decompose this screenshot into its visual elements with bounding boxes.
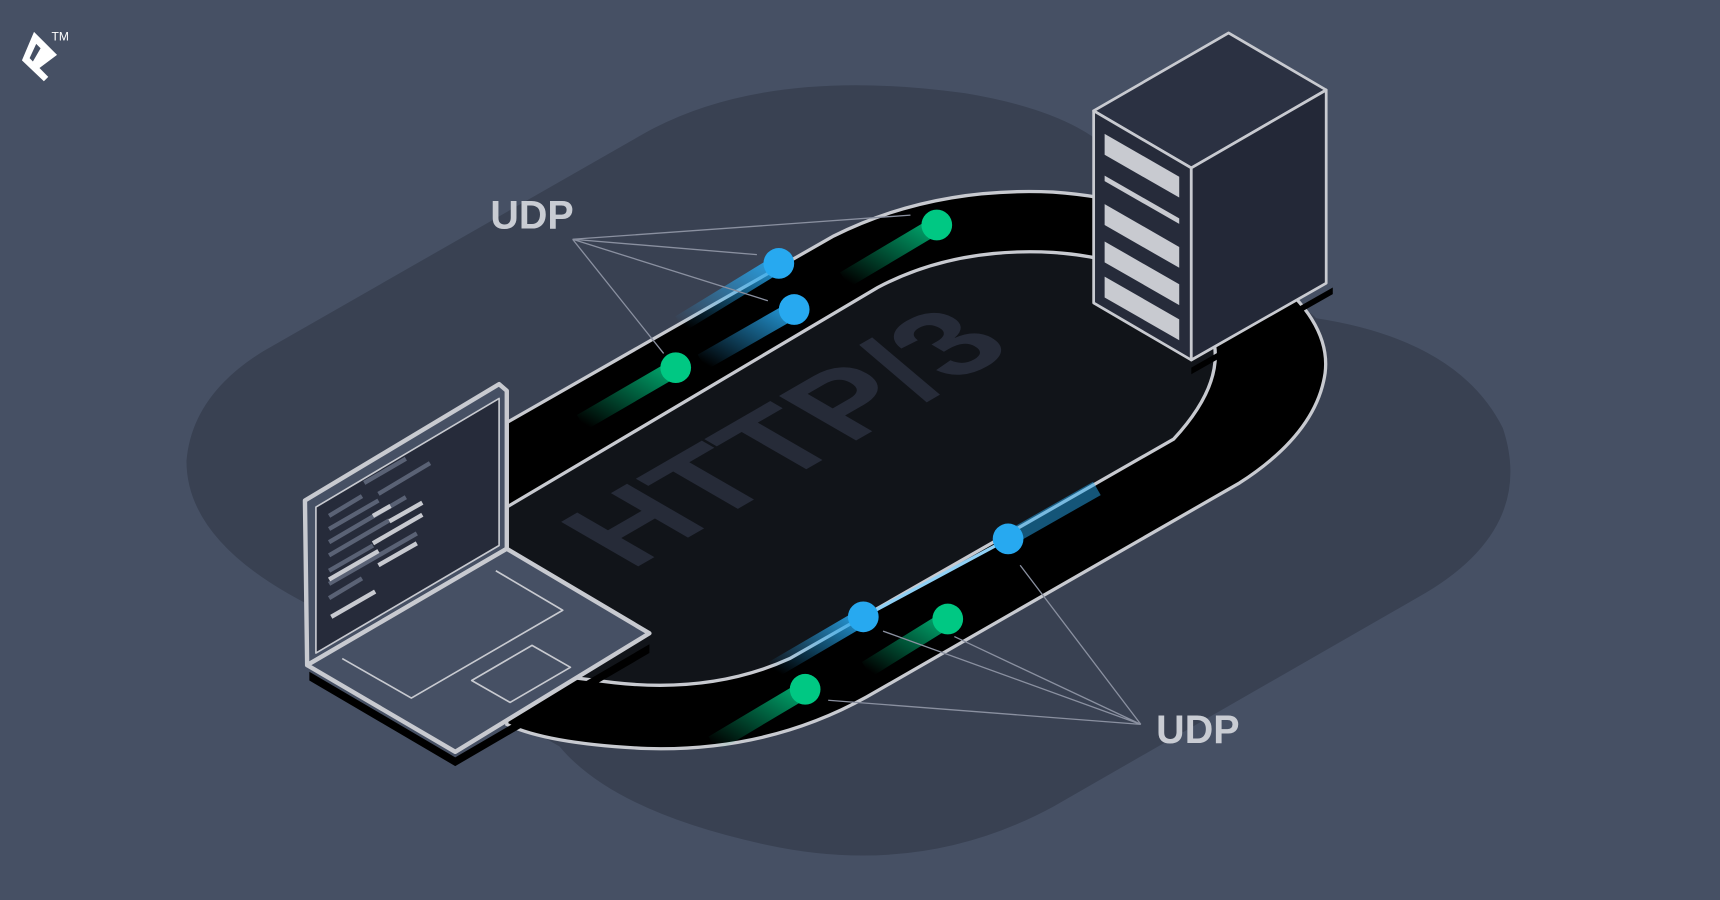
packets: [660, 209, 1024, 705]
laptop-icon: [302, 381, 652, 767]
logo-icon: [21, 31, 58, 82]
udp-label-bottom: UDP: [1156, 708, 1239, 752]
packet-green: [660, 352, 692, 384]
packet-blue: [992, 523, 1024, 555]
packet-green: [932, 603, 964, 635]
packet-green: [789, 673, 821, 705]
packet-blue: [763, 248, 795, 279]
packet-green: [921, 209, 953, 241]
packet-blue: [778, 294, 810, 325]
server-icon: [1092, 31, 1333, 375]
packet-blue: [847, 601, 879, 633]
udp-pointer-lines: [572, 214, 1142, 726]
packet-trails: [576, 217, 1101, 752]
toptal-logo[interactable]: TM: [21, 30, 69, 82]
udp-label-top: UDP: [490, 193, 573, 237]
logo-trademark: TM: [52, 30, 69, 44]
